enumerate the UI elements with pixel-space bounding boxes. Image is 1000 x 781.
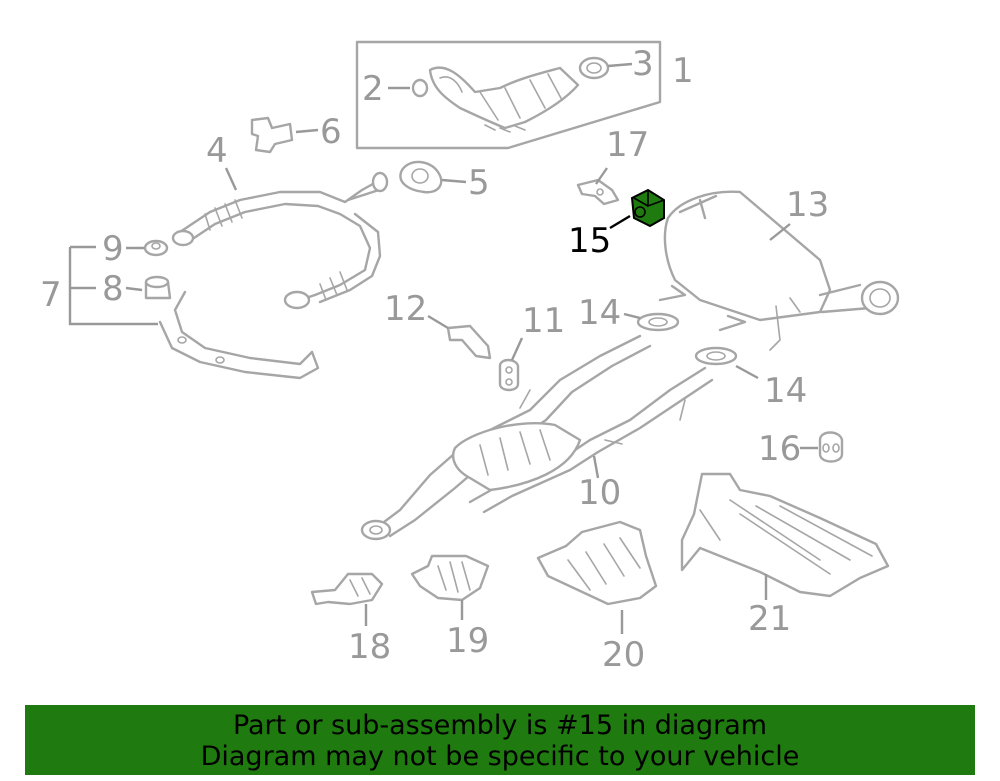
leader-lines [68, 62, 818, 634]
callout-13: 13 [786, 185, 829, 225]
callout-6: 6 [320, 112, 342, 152]
part-20-heat-shield [536, 520, 658, 606]
callout-15: 15 [568, 221, 611, 261]
callout-14b: 14 [764, 371, 807, 411]
callout-10: 10 [578, 473, 621, 513]
callout-2: 2 [362, 69, 384, 109]
part-9-rubber-mount [143, 239, 169, 257]
part-17-bracket [576, 178, 620, 206]
callout-1: 1 [672, 51, 694, 91]
banner-line-2: Diagram may not be specific to your vehi… [200, 741, 800, 772]
part-16-rubber-hanger [818, 431, 844, 463]
callout-labels: 1 2 3 4 5 6 7 8 9 10 11 12 13 14 14 15 1… [40, 44, 829, 675]
exhaust-parts-diagram: 1 2 3 4 5 6 7 8 9 10 11 12 13 14 14 15 1… [40, 40, 900, 675]
callout-9: 9 [102, 229, 124, 269]
part-6-bracket [250, 116, 294, 154]
callout-5: 5 [468, 163, 490, 203]
callout-20: 20 [602, 635, 645, 675]
part-4-front-pipe [171, 171, 389, 310]
callout-12: 12 [384, 289, 427, 329]
callout-14a: 14 [578, 293, 621, 333]
part-21-heat-shield [680, 472, 890, 598]
part-13-muffler [658, 190, 900, 351]
callout-19: 19 [446, 621, 489, 661]
callout-16: 16 [758, 429, 801, 469]
callout-3: 3 [632, 44, 654, 84]
part-18-heat-shield [310, 572, 384, 606]
part-7-bracket [158, 290, 320, 380]
part-12-bracket [446, 324, 492, 360]
part-15-highlighted-mount [630, 188, 665, 228]
callout-7: 7 [40, 275, 62, 315]
callout-21: 21 [748, 599, 791, 639]
callout-18: 18 [348, 627, 391, 667]
part-14-gasket-lower [694, 346, 738, 366]
info-banner: Part or sub-assembly is #15 in diagram D… [25, 705, 975, 775]
callout-11: 11 [522, 301, 565, 341]
part-14-gasket-upper [636, 312, 680, 332]
callout-8: 8 [102, 269, 124, 309]
part-5-gasket [399, 160, 443, 194]
banner-line-1: Part or sub-assembly is #15 in diagram [232, 710, 768, 741]
part-10-center-pipe [360, 334, 714, 541]
part-1-catalytic-converter-box [355, 40, 662, 150]
callout-4: 4 [206, 131, 228, 171]
part-8-rubber-mount [144, 275, 172, 300]
part-19-heat-shield [410, 554, 490, 602]
callout-17: 17 [606, 125, 649, 165]
part-11-rubber-hanger [498, 358, 520, 392]
